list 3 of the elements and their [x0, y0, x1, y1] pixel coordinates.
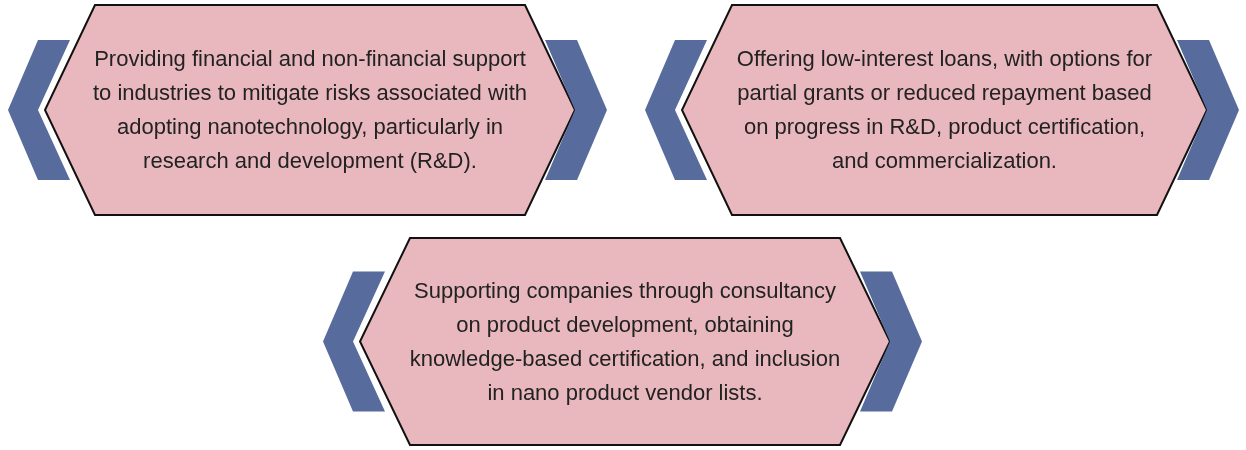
node-text: Offering low-interest loans, with options for partial grants or reduced repayment based on progress in R&D, product certification, and commercialization. [735, 45, 1154, 175]
node-text: Providing financial and non-financial support to industries to mitigate risks associated with adopting nanotechnology, particularly in research and development (R&D). [91, 45, 529, 175]
node-text: Supporting companies through consultancy on product development, obtaining knowledge-based certification, and inclusion in nano product vendor lists. [408, 276, 842, 407]
